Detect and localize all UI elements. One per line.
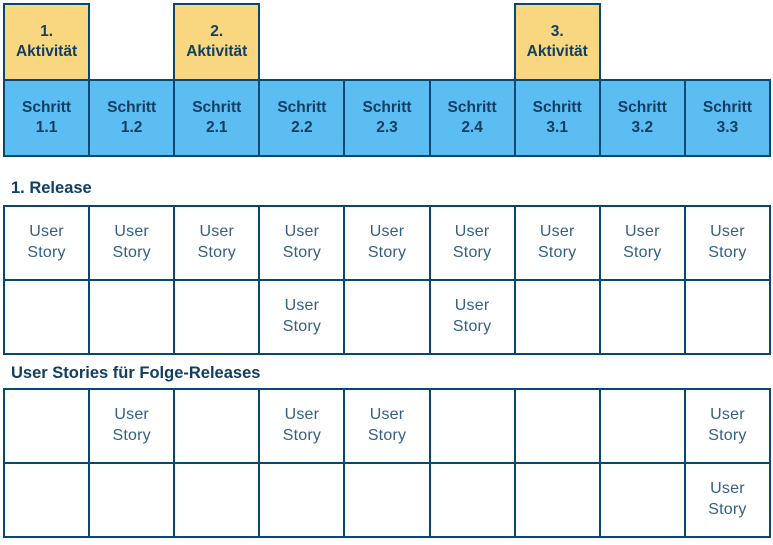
activity-spacer xyxy=(89,4,174,80)
release-grid: User Story User Story User Story User St… xyxy=(2,205,772,355)
user-story-cell: User Story xyxy=(258,279,346,355)
step-card: Schritt 3.1 xyxy=(513,79,601,157)
user-story-cell xyxy=(2,279,91,355)
activity-row: 1. Aktivität 2. Aktivität 3. Aktivität xyxy=(2,3,770,81)
step-card: Schritt 2.4 xyxy=(428,79,516,157)
user-story-cell xyxy=(343,279,431,355)
user-story-cell: User Story xyxy=(88,388,176,464)
step-card: Schritt 2.3 xyxy=(343,79,431,157)
user-story-cell: User Story xyxy=(343,205,431,281)
user-story-cell xyxy=(513,388,601,464)
backlog-grid-row: User Story xyxy=(2,462,772,538)
user-story-cell: User Story xyxy=(2,205,91,281)
user-story-cell: User Story xyxy=(683,462,772,538)
story-map-table: 1. Aktivität 2. Aktivität 3. Aktivität S… xyxy=(2,3,772,157)
user-story-cell xyxy=(2,462,91,538)
step-card: Schritt 3.2 xyxy=(598,79,686,157)
user-story-cell xyxy=(428,388,516,464)
user-story-cell xyxy=(258,462,346,538)
user-story-cell xyxy=(598,388,686,464)
user-story-cell xyxy=(88,279,176,355)
step-card: Schritt 2.2 xyxy=(258,79,346,157)
activity-spacer xyxy=(430,4,515,80)
user-story-cell: User Story xyxy=(88,205,176,281)
release-grid-row: User Story User Story xyxy=(2,279,772,355)
activity-card: 2. Aktivität xyxy=(173,3,261,81)
activity-spacer xyxy=(344,4,429,80)
user-story-cell: User Story xyxy=(258,388,346,464)
activity-spacer xyxy=(259,4,344,80)
user-story-cell: User Story xyxy=(683,388,772,464)
user-story-cell: User Story xyxy=(173,205,261,281)
activity-card: 1. Aktivität xyxy=(2,3,91,81)
activity-spacer xyxy=(685,4,770,80)
user-story-cell xyxy=(2,388,91,464)
release-heading: 1. Release xyxy=(11,179,92,197)
user-story-cell: User Story xyxy=(428,279,516,355)
user-story-cell: User Story xyxy=(598,205,686,281)
backlog-heading: User Stories für Folge-Releases xyxy=(11,364,261,382)
step-card: Schritt 2.1 xyxy=(173,79,261,157)
user-story-cell xyxy=(598,279,686,355)
user-story-cell: User Story xyxy=(683,205,772,281)
backlog-grid: User Story User Story User Story User St… xyxy=(2,388,772,538)
user-story-cell xyxy=(173,279,261,355)
release-grid-row: User Story User Story User Story User St… xyxy=(2,205,772,281)
step-card: Schritt 3.3 xyxy=(683,79,772,157)
user-story-cell xyxy=(88,462,176,538)
step-card: Schritt 1.2 xyxy=(88,79,176,157)
step-row: Schritt 1.1 Schritt 1.2 Schritt 2.1 Schr… xyxy=(2,79,772,157)
user-story-cell xyxy=(173,462,261,538)
activity-spacer xyxy=(600,4,685,80)
user-story-cell: User Story xyxy=(343,388,431,464)
backlog-grid-row: User Story User Story User Story User St… xyxy=(2,388,772,464)
user-story-cell xyxy=(173,388,261,464)
user-story-cell xyxy=(513,279,601,355)
user-story-cell: User Story xyxy=(258,205,346,281)
user-story-cell xyxy=(343,462,431,538)
user-story-cell xyxy=(683,279,772,355)
user-story-cell xyxy=(428,462,516,538)
activity-card: 3. Aktivität xyxy=(513,3,601,81)
user-story-cell: User Story xyxy=(513,205,601,281)
user-story-cell xyxy=(513,462,601,538)
step-card: Schritt 1.1 xyxy=(2,79,91,157)
user-story-cell xyxy=(598,462,686,538)
user-story-cell: User Story xyxy=(428,205,516,281)
